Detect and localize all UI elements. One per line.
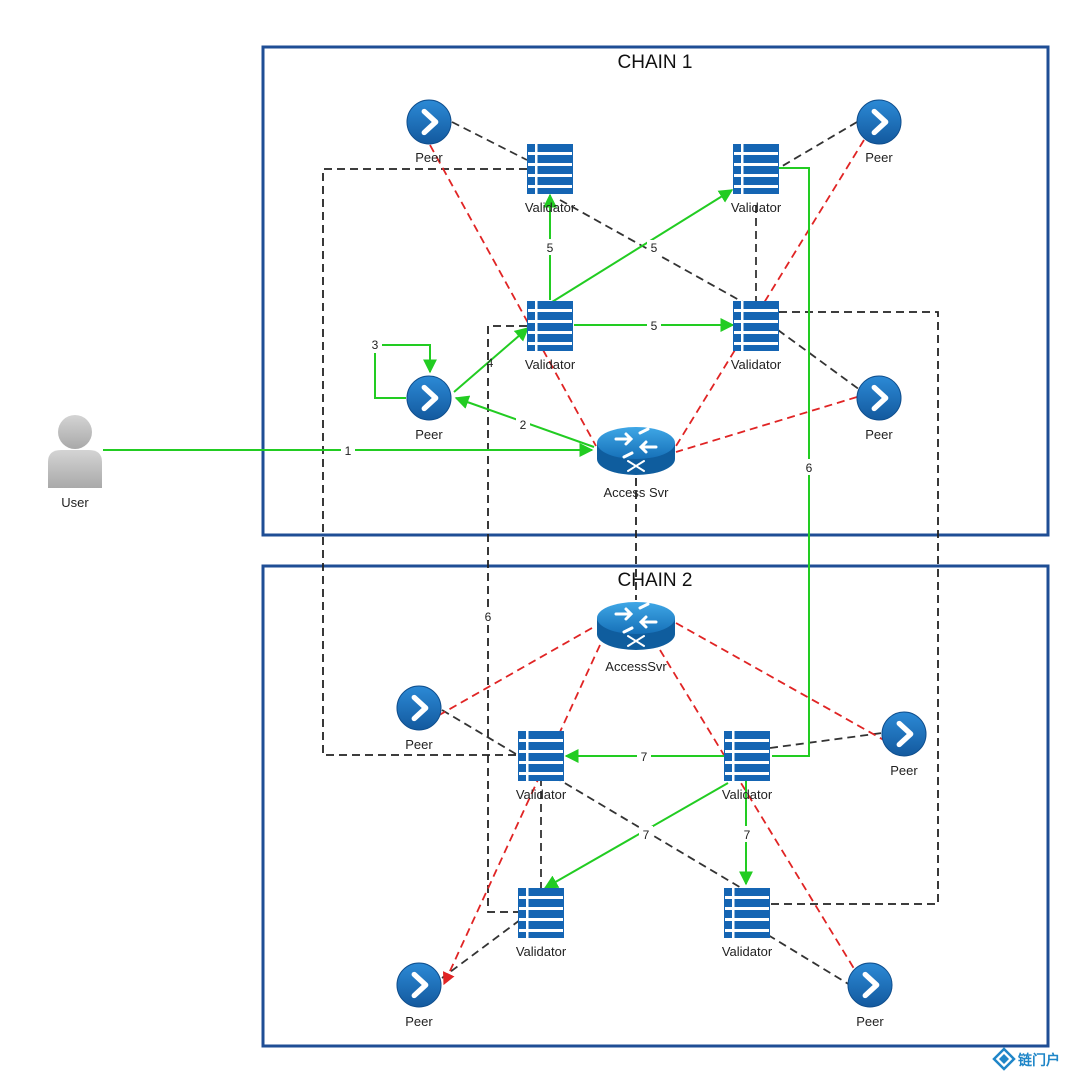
node-label: Peer — [405, 737, 433, 752]
link-c2-peer-ul-val-br — [441, 709, 749, 893]
link-c1-peer-tl-val-tl — [451, 121, 528, 161]
node-c2-peer-br: Peer — [848, 963, 892, 1029]
node-label: Validator — [525, 200, 576, 215]
node-label: User — [61, 495, 89, 510]
node-c1-val-tr: Validator — [731, 144, 782, 215]
edge-label-6a: 6 — [806, 461, 813, 475]
node-c2-peer-ul: Peer — [397, 686, 441, 752]
node-label: Peer — [865, 427, 893, 442]
router-icon — [596, 425, 676, 477]
node-label: Validator — [516, 787, 567, 802]
chain2-box — [261, 564, 1050, 1048]
edge-label-5b: 5 — [651, 241, 658, 255]
access-link-c2-peer-ur — [675, 622, 899, 749]
edge-label-5a: 5 — [547, 241, 554, 255]
watermark: 链门户 — [992, 1047, 1060, 1071]
validator-icon — [733, 301, 779, 351]
peer-icon — [397, 686, 441, 730]
link-c2-val-br-peer-br — [767, 934, 851, 986]
node-label: Validator — [722, 944, 773, 959]
node-label: Validator — [731, 357, 782, 372]
validator-icon — [518, 888, 564, 938]
chain2-title: CHAIN 2 — [618, 570, 693, 591]
link-c1-val-mr-peer-mr — [777, 329, 861, 391]
access-link-c1-peer-tl — [429, 144, 597, 447]
link-c2-val-tr-peer-ur — [769, 732, 883, 749]
validator-icon — [527, 144, 573, 194]
access-link-c2-peer-ul — [419, 627, 593, 727]
node-label: Validator — [525, 357, 576, 372]
node-c1-val-tl: Validator — [525, 144, 576, 215]
node-label: Peer — [415, 427, 443, 442]
edge-label-7a: 7 — [641, 750, 648, 764]
node-c2-val-bl: Validator — [516, 888, 567, 959]
validator-icon — [518, 731, 564, 781]
peer-icon — [397, 963, 441, 1007]
edge-label-5c: 5 — [651, 319, 658, 333]
access-link-c2-peer-bl — [443, 644, 601, 986]
watermark-text: 链门户 — [1018, 1052, 1060, 1069]
node-c1-peer-ml: Peer — [407, 376, 451, 442]
peer-icon — [848, 963, 892, 1007]
node-label: Peer — [405, 1014, 433, 1029]
node-c1-val-mr: Validator — [731, 301, 782, 372]
cross-chain-link-left — [322, 168, 527, 756]
edge-label-7b: 7 — [643, 828, 650, 842]
node-c1-peer-tl: Peer — [407, 100, 451, 165]
node-c1-val-ml: Validator — [525, 301, 576, 372]
node-label: Peer — [415, 150, 443, 165]
node-label: Access Svr — [603, 485, 669, 500]
peer-icon — [882, 712, 926, 756]
edge-label-6b: 6 — [485, 610, 492, 624]
access-link-c1-peer-mr — [675, 396, 858, 453]
node-c1-peer-tr: Peer — [857, 100, 901, 165]
chain1-title: CHAIN 1 — [618, 52, 693, 73]
edge-label-1: 1 — [345, 444, 352, 458]
edge-label-2: 2 — [520, 418, 527, 432]
router-icon — [596, 600, 676, 652]
peer-icon — [407, 376, 451, 420]
node-c2-val-tr: Validator — [722, 731, 773, 802]
node-label: Validator — [731, 200, 782, 215]
chain-logo-icon — [992, 1047, 1016, 1071]
node-c2-access: AccessSvr — [596, 600, 676, 674]
node-label: Peer — [890, 763, 918, 778]
peer-icon — [407, 100, 451, 144]
edge-label-4: 4 — [487, 356, 494, 370]
edge-label-7c: 7 — [744, 828, 751, 842]
chain1-box — [261, 45, 1050, 537]
flow-7b-val-diag — [543, 782, 729, 889]
validator-icon — [724, 888, 770, 938]
flow-4-peer-validator — [453, 327, 530, 393]
access-link-c2-peer-br — [659, 649, 865, 986]
node-user: User — [48, 415, 102, 510]
node-c2-val-tl: Validator — [516, 731, 567, 802]
node-label: Validator — [722, 787, 773, 802]
cross-chain-link-right — [770, 311, 939, 905]
node-c1-peer-mr: Peer — [857, 376, 901, 442]
node-c2-peer-bl: Peer — [397, 963, 441, 1029]
peer-icon — [857, 100, 901, 144]
node-label: Peer — [865, 150, 893, 165]
user-icon — [48, 415, 102, 488]
validator-icon — [733, 144, 779, 194]
node-label: AccessSvr — [605, 659, 667, 674]
access-link-c1-peer-tr — [675, 139, 865, 447]
edge-label-3: 3 — [372, 338, 379, 352]
validator-icon — [724, 731, 770, 781]
node-c2-peer-ur: Peer — [882, 712, 926, 778]
node-c2-val-br: Validator — [722, 888, 773, 959]
peer-icon — [857, 376, 901, 420]
validator-icon — [527, 301, 573, 351]
flow-5b-val-diag — [551, 189, 734, 303]
link-c2-val-bl-peer-bl — [441, 919, 521, 979]
node-label: Peer — [856, 1014, 884, 1029]
node-label: Validator — [516, 944, 567, 959]
link-c1-peer-tr-val-tr — [778, 121, 858, 169]
node-c1-access: Access Svr — [596, 425, 676, 500]
